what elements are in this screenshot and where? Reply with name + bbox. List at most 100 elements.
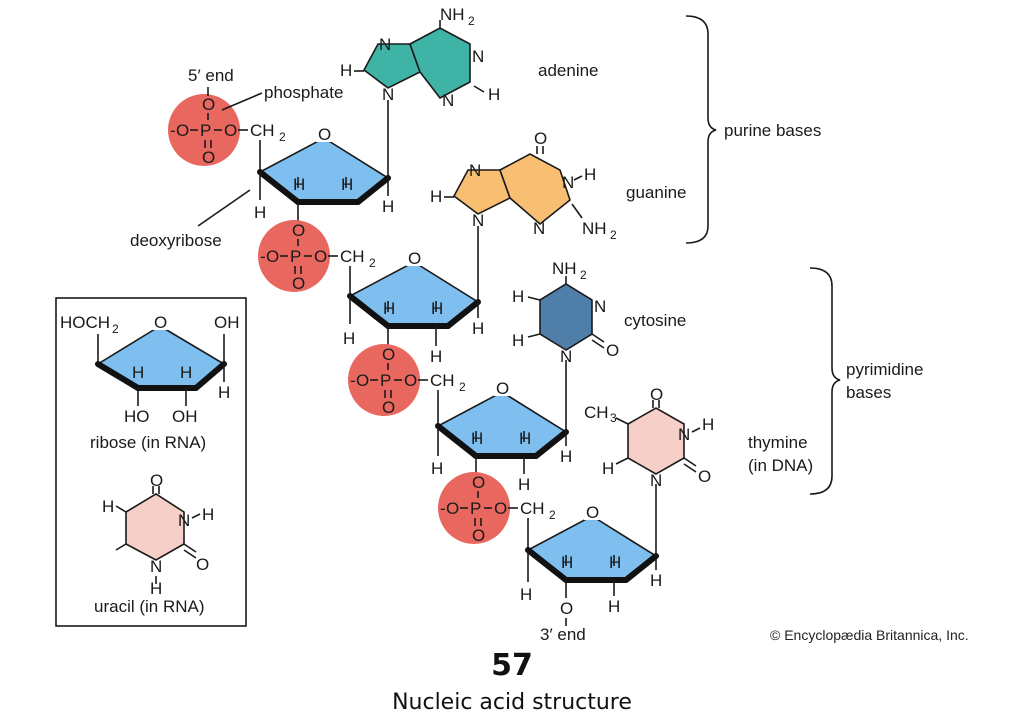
atom-O: O (650, 385, 663, 404)
ribose-label: ribose (in RNA) (90, 433, 206, 452)
atom-H: H (293, 175, 305, 194)
nucleotide-unit-2: O - O P O O CH 2 O H H H H H (258, 220, 484, 366)
atom-H: H (431, 459, 443, 478)
phosphate-label: phosphate (264, 83, 343, 102)
atom-O: O (586, 503, 599, 522)
atom-O: O (404, 371, 417, 390)
atom-N: N (562, 173, 574, 192)
atom-N: N (379, 35, 391, 54)
phosphate-circle-1 (168, 94, 240, 166)
atom-H: H (180, 363, 192, 382)
atom-N: N (678, 425, 690, 444)
purine-bases-label: purine bases (724, 121, 821, 140)
thymine-base: N N O H O CH 3 H (584, 385, 714, 490)
atom-P: P (290, 247, 301, 266)
thymine-label-line1: thymine (748, 433, 808, 452)
three-prime-label: 3′ end (540, 625, 586, 644)
atom-O: O (266, 247, 279, 266)
atom-subscript: 2 (468, 14, 475, 28)
phosphate-circle-3 (348, 344, 420, 416)
atom-O: O (154, 313, 167, 332)
five-prime-label: 5′ end (188, 66, 234, 85)
atom-N: N (594, 297, 606, 316)
pyrimidine-label-line2: bases (846, 383, 891, 402)
atom-O: O (472, 526, 485, 545)
atom-H: H (431, 299, 443, 318)
atom-P: P (470, 499, 481, 518)
guanine-imidazole (452, 169, 511, 215)
cytosine-ring (539, 283, 593, 351)
phosphate-circle-4 (438, 472, 510, 544)
pyrimidine-label-line1: pyrimidine (846, 360, 923, 379)
atom-minus: - (260, 247, 266, 266)
atom-O: O (496, 379, 509, 398)
atom-OH: OH (214, 313, 240, 332)
atom-H: H (382, 197, 394, 216)
atom-N: N (560, 347, 572, 366)
atom-H: H (512, 287, 524, 306)
atom-subscript: 2 (610, 228, 617, 242)
atom-O: O (176, 121, 189, 140)
atom-O: O (606, 341, 619, 360)
atom-H: H (602, 459, 614, 478)
atom-CH2: CH (250, 121, 275, 140)
atom-N: N (472, 211, 484, 230)
atom-H: H (561, 553, 573, 572)
atom-H: H (608, 597, 620, 616)
atom-H: H (650, 571, 662, 590)
atom-subscript: 2 (369, 256, 376, 270)
uracil-structure: N H N H O O H (102, 471, 214, 598)
atom-O: O (494, 499, 507, 518)
atom-O: O (314, 247, 327, 266)
guanine-pyrimidine (499, 153, 571, 226)
figure-caption: Nucleic acid structure (392, 690, 632, 715)
atom-H: H (472, 319, 484, 338)
atom-H: H (584, 165, 596, 184)
pyrimidine-bracket (809, 267, 841, 495)
adenine-pyrimidine (409, 27, 471, 100)
atom-O: O (292, 221, 305, 240)
atom-minus: - (350, 371, 356, 390)
atom-N: N (150, 557, 162, 576)
atom-O: O (356, 371, 369, 390)
atom-H: H (202, 505, 214, 524)
atom-O: O (292, 274, 305, 293)
atom-subscript: 2 (112, 322, 119, 336)
atom-O: O (698, 467, 711, 486)
atom-H: H (518, 475, 530, 494)
atom-H: H (702, 415, 714, 434)
atom-subscript: 2 (549, 508, 556, 522)
atom-H: H (343, 329, 355, 348)
uracil-label: uracil (in RNA) (94, 597, 205, 616)
thymine-label-line2: (in DNA) (748, 456, 813, 475)
atom-minus: - (440, 499, 446, 518)
atom-H: H (218, 383, 230, 402)
atom-H: H (132, 363, 144, 382)
atom-O: O (408, 249, 421, 268)
atom-H: H (254, 203, 266, 222)
atom-O: O (446, 499, 459, 518)
atom-O: O (150, 471, 163, 490)
atom-N: N (469, 161, 481, 180)
page-number: 57 (491, 648, 533, 683)
atom-H: H (560, 447, 572, 466)
atom-CH3: CH (584, 403, 609, 422)
atom-NH2: NH (552, 259, 577, 278)
nucleotide-unit-4: O - O P O O CH 2 O H H H H H O 3′ end (438, 472, 662, 644)
thymine-ring (627, 407, 685, 475)
atom-H: H (383, 299, 395, 318)
atom-N: N (650, 471, 662, 490)
atom-N: N (178, 511, 190, 530)
atom-NH2: NH (440, 5, 465, 24)
phosphate-circle-2 (258, 220, 330, 292)
atom-O: O (382, 345, 395, 364)
atom-H: H (430, 187, 442, 206)
atom-P: P (200, 121, 211, 140)
atom-H: H (340, 61, 352, 80)
guanine-base: N N N N H O H NH 2 (430, 129, 617, 242)
atom-O: O (202, 148, 215, 167)
atom-CH2: CH (430, 371, 455, 390)
atom-H: H (488, 85, 500, 104)
atom-NH2: NH (582, 219, 607, 238)
